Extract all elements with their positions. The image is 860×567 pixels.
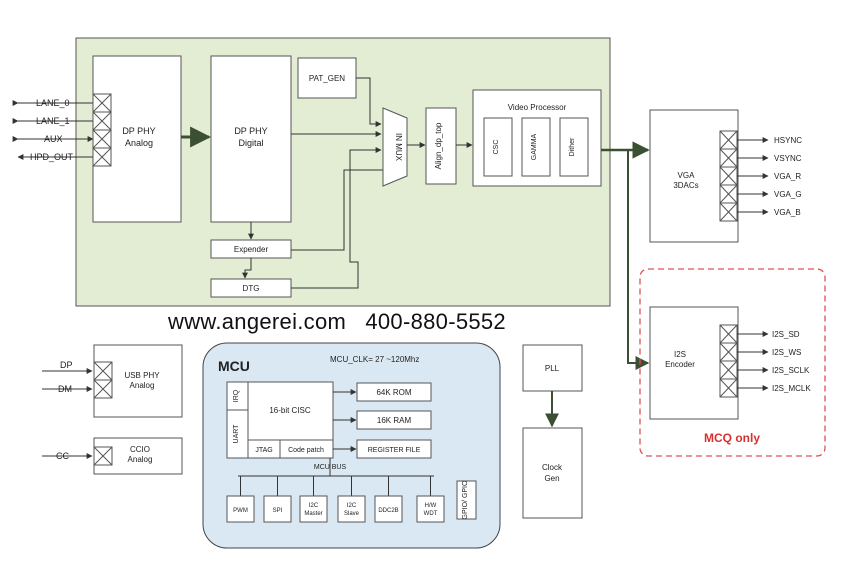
dp-label: DP — [60, 360, 73, 370]
memory-links — [333, 389, 357, 452]
gamma-block — [521, 117, 551, 177]
usb-input-arrows — [42, 368, 93, 392]
pat-gen-label: PAT_GEN — [309, 74, 345, 83]
code-patch-label: Code patch — [288, 447, 324, 454]
video-processor-label: Video Processor — [508, 103, 567, 112]
mux-sel-line — [291, 169, 386, 251]
dither-block — [559, 117, 589, 177]
i2s-label-line1: I2S — [674, 350, 686, 359]
dp-phy-analog-line1: DP PHY — [122, 126, 155, 136]
clock-gen-line1: Clock — [542, 463, 563, 472]
i2s-mclk-label: I2S_MCLK — [772, 384, 811, 393]
vga-label-line1: VGA — [678, 171, 696, 180]
peripheral-block — [416, 495, 445, 523]
peripheral-label: Slave — [344, 511, 360, 517]
register-file-label: REGISTER FILE — [368, 447, 421, 454]
peripheral-block — [263, 495, 292, 523]
vga-label-line2: 3DACs — [673, 181, 698, 190]
rom-block — [356, 382, 432, 402]
register-file-block — [356, 439, 432, 459]
i2s-label-line2: Encoder — [665, 360, 695, 369]
ccio-line2: Analog — [128, 455, 153, 464]
ccio-line1: CCIO — [130, 445, 150, 454]
input-pins — [12, 100, 94, 160]
lane0-label: LANE_0 — [36, 98, 70, 108]
dp-phy-digital-line1: DP PHY — [234, 126, 267, 136]
hpd-out-label: HPD_OUT — [30, 152, 74, 162]
cpu-label: 16-bit CISC — [269, 406, 311, 415]
dtg-loop-line — [291, 147, 382, 289]
pll-block — [522, 344, 583, 392]
vga-g-label: VGA_G — [774, 190, 802, 199]
usb-phy-line2: Analog — [130, 381, 155, 390]
peripheral-blocks: PWM SPI I2C Master I2C Slave DDC2B H/W WDT — [226, 476, 445, 523]
usb-phy-line1: USB PHY — [124, 371, 160, 380]
usb-phy-pins — [93, 361, 113, 399]
vga-r-label: VGA_R — [774, 172, 801, 181]
mcu-title: MCU — [218, 358, 250, 374]
ram-block — [356, 410, 432, 430]
gpio-block — [456, 480, 477, 520]
csc-block — [483, 117, 513, 177]
peripheral-label: Master — [304, 511, 322, 517]
peripheral-label: SPI — [273, 508, 283, 514]
rom-label: 64K ROM — [376, 388, 411, 397]
peripheral-block — [337, 495, 366, 523]
aux-label: AUX — [44, 134, 63, 144]
cc-label: CC — [56, 451, 69, 461]
ram-label: 16K RAM — [377, 416, 412, 425]
dp-phy-analog-pins — [92, 93, 112, 167]
peripheral-label: H/W — [425, 503, 437, 509]
lane1-label: LANE_1 — [36, 116, 70, 126]
hsync-label: HSYNC — [774, 136, 802, 145]
expender-label: Expender — [234, 245, 269, 254]
vga-pins — [719, 130, 738, 222]
mcu-clock-label: MCU_CLK= 27 ~120Mhz — [330, 355, 419, 364]
peripheral-label: I2C — [309, 503, 319, 509]
dtg-label: DTG — [243, 284, 260, 293]
i2s-sclk-label: I2S_SCLK — [772, 366, 810, 375]
mcq-only-region — [639, 268, 826, 457]
dm-label: DM — [58, 384, 72, 394]
mcq-only-label: MCQ only — [704, 431, 760, 445]
clock-gen-block — [522, 427, 583, 519]
clock-gen-line2: Gen — [544, 474, 559, 483]
ccio-pin — [93, 446, 113, 466]
i2s-output-arrows — [737, 331, 769, 391]
csc-label: CSC — [493, 140, 500, 155]
vsync-label: VSYNC — [774, 154, 802, 163]
peripheral-block — [226, 495, 255, 523]
dp-phy-digital-line2: Digital — [238, 138, 263, 148]
peripheral-block — [299, 495, 328, 523]
in-mux-label: IN MUX — [394, 133, 403, 162]
peripheral-block — [374, 495, 403, 523]
expender-to-dtg-line — [242, 258, 252, 279]
uart-label: UART — [233, 424, 240, 444]
i2s-sd-label: I2S_SD — [772, 330, 800, 339]
peripheral-label: DDC2B — [378, 508, 398, 514]
dp-phy-analog-line2: Analog — [125, 138, 153, 148]
pll-label: PLL — [545, 364, 560, 373]
watermark-text: www.angerei.com 400-880-5552 — [168, 309, 506, 334]
peripheral-label: WDT — [424, 511, 438, 517]
jtag-label: JTAG — [255, 447, 272, 454]
irq-label: IRQ — [233, 389, 240, 402]
i2s-pins — [719, 324, 738, 398]
vga-output-arrows — [737, 137, 769, 215]
pat-gen-to-mux-line — [356, 77, 382, 127]
peripheral-label: PWM — [233, 508, 248, 514]
in-mux-block — [382, 107, 408, 187]
align-dp-top-block — [425, 107, 457, 185]
align-dp-top-label: Align_dp_top — [434, 122, 443, 169]
vga-b-label: VGA_B — [774, 208, 801, 217]
gpio-label: GPIO/ GPIO — [462, 480, 469, 519]
pat-gen-block — [297, 57, 357, 99]
vp-to-i2s-arrow — [627, 150, 650, 370]
dither-label: Dither — [569, 137, 576, 156]
peripheral-label: I2C — [347, 503, 357, 509]
gamma-label: GAMMA — [531, 133, 538, 160]
i2s-ws-label: I2S_WS — [772, 348, 801, 357]
